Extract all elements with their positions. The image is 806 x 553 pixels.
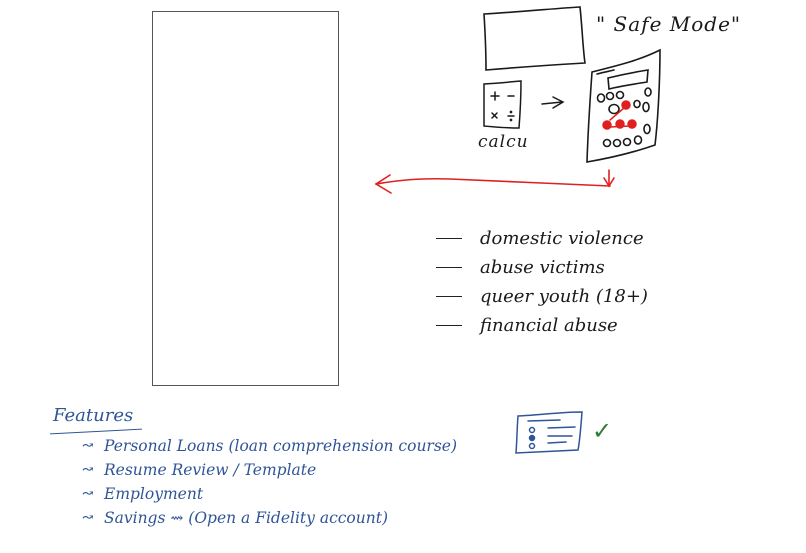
- transition-arrow-icon: [541, 96, 565, 109]
- calculator-icon: [483, 80, 522, 129]
- feature-item-label: Employment: [104, 485, 204, 503]
- features-title: Features: [53, 405, 134, 426]
- phone-wireframe-frame: [152, 11, 339, 386]
- feature-item-label: Personal Loans (loan comprehension cours…: [104, 437, 458, 455]
- audience-item-label: abuse victims: [480, 257, 605, 278]
- red-link-arrow: [374, 169, 615, 194]
- blank-screen-sketch: [483, 6, 586, 71]
- squiggle-arrow-icon: ↝: [82, 486, 94, 502]
- audience-item: domestic violence: [436, 224, 648, 253]
- feature-item-label: Savings ⇝ (Open a Fidelity account): [104, 509, 389, 527]
- dash-icon: [436, 296, 462, 297]
- audience-item-label: domestic violence: [480, 228, 644, 249]
- dash-icon: [436, 325, 462, 326]
- squiggle-arrow-icon: ↝: [82, 438, 94, 454]
- features-list: ↝ Personal Loans (loan comprehension cou…: [82, 434, 457, 530]
- calculator-label: calcu: [478, 132, 529, 152]
- audience-item: abuse victims: [436, 253, 648, 282]
- squiggle-arrow-icon: ↝: [82, 510, 94, 526]
- target-audience-list: domestic violence abuse victims queer yo…: [436, 224, 648, 340]
- audience-item-label: financial abuse: [480, 315, 618, 336]
- feature-card-sketch-icon: [515, 411, 583, 454]
- feature-item: ↝ Savings ⇝ (Open a Fidelity account): [82, 506, 457, 530]
- squiggle-arrow-icon: ↝: [82, 462, 94, 478]
- safe-mode-calculator-sketch: [586, 48, 661, 163]
- safe-mode-label: " Safe Mode": [596, 12, 742, 36]
- feature-item: ↝ Personal Loans (loan comprehension cou…: [82, 434, 457, 458]
- audience-item: financial abuse: [436, 311, 648, 340]
- feature-item: ↝ Resume Review / Template: [82, 458, 457, 482]
- check-mark-icon: ✓: [592, 417, 613, 445]
- secret-pattern-keys: [602, 100, 637, 130]
- feature-item: ↝ Employment: [82, 482, 457, 506]
- feature-item-label: Resume Review / Template: [104, 461, 317, 479]
- dash-icon: [436, 238, 462, 239]
- audience-item: queer youth (18+): [436, 282, 648, 311]
- audience-item-label: queer youth (18+): [480, 286, 648, 307]
- dash-icon: [436, 267, 462, 268]
